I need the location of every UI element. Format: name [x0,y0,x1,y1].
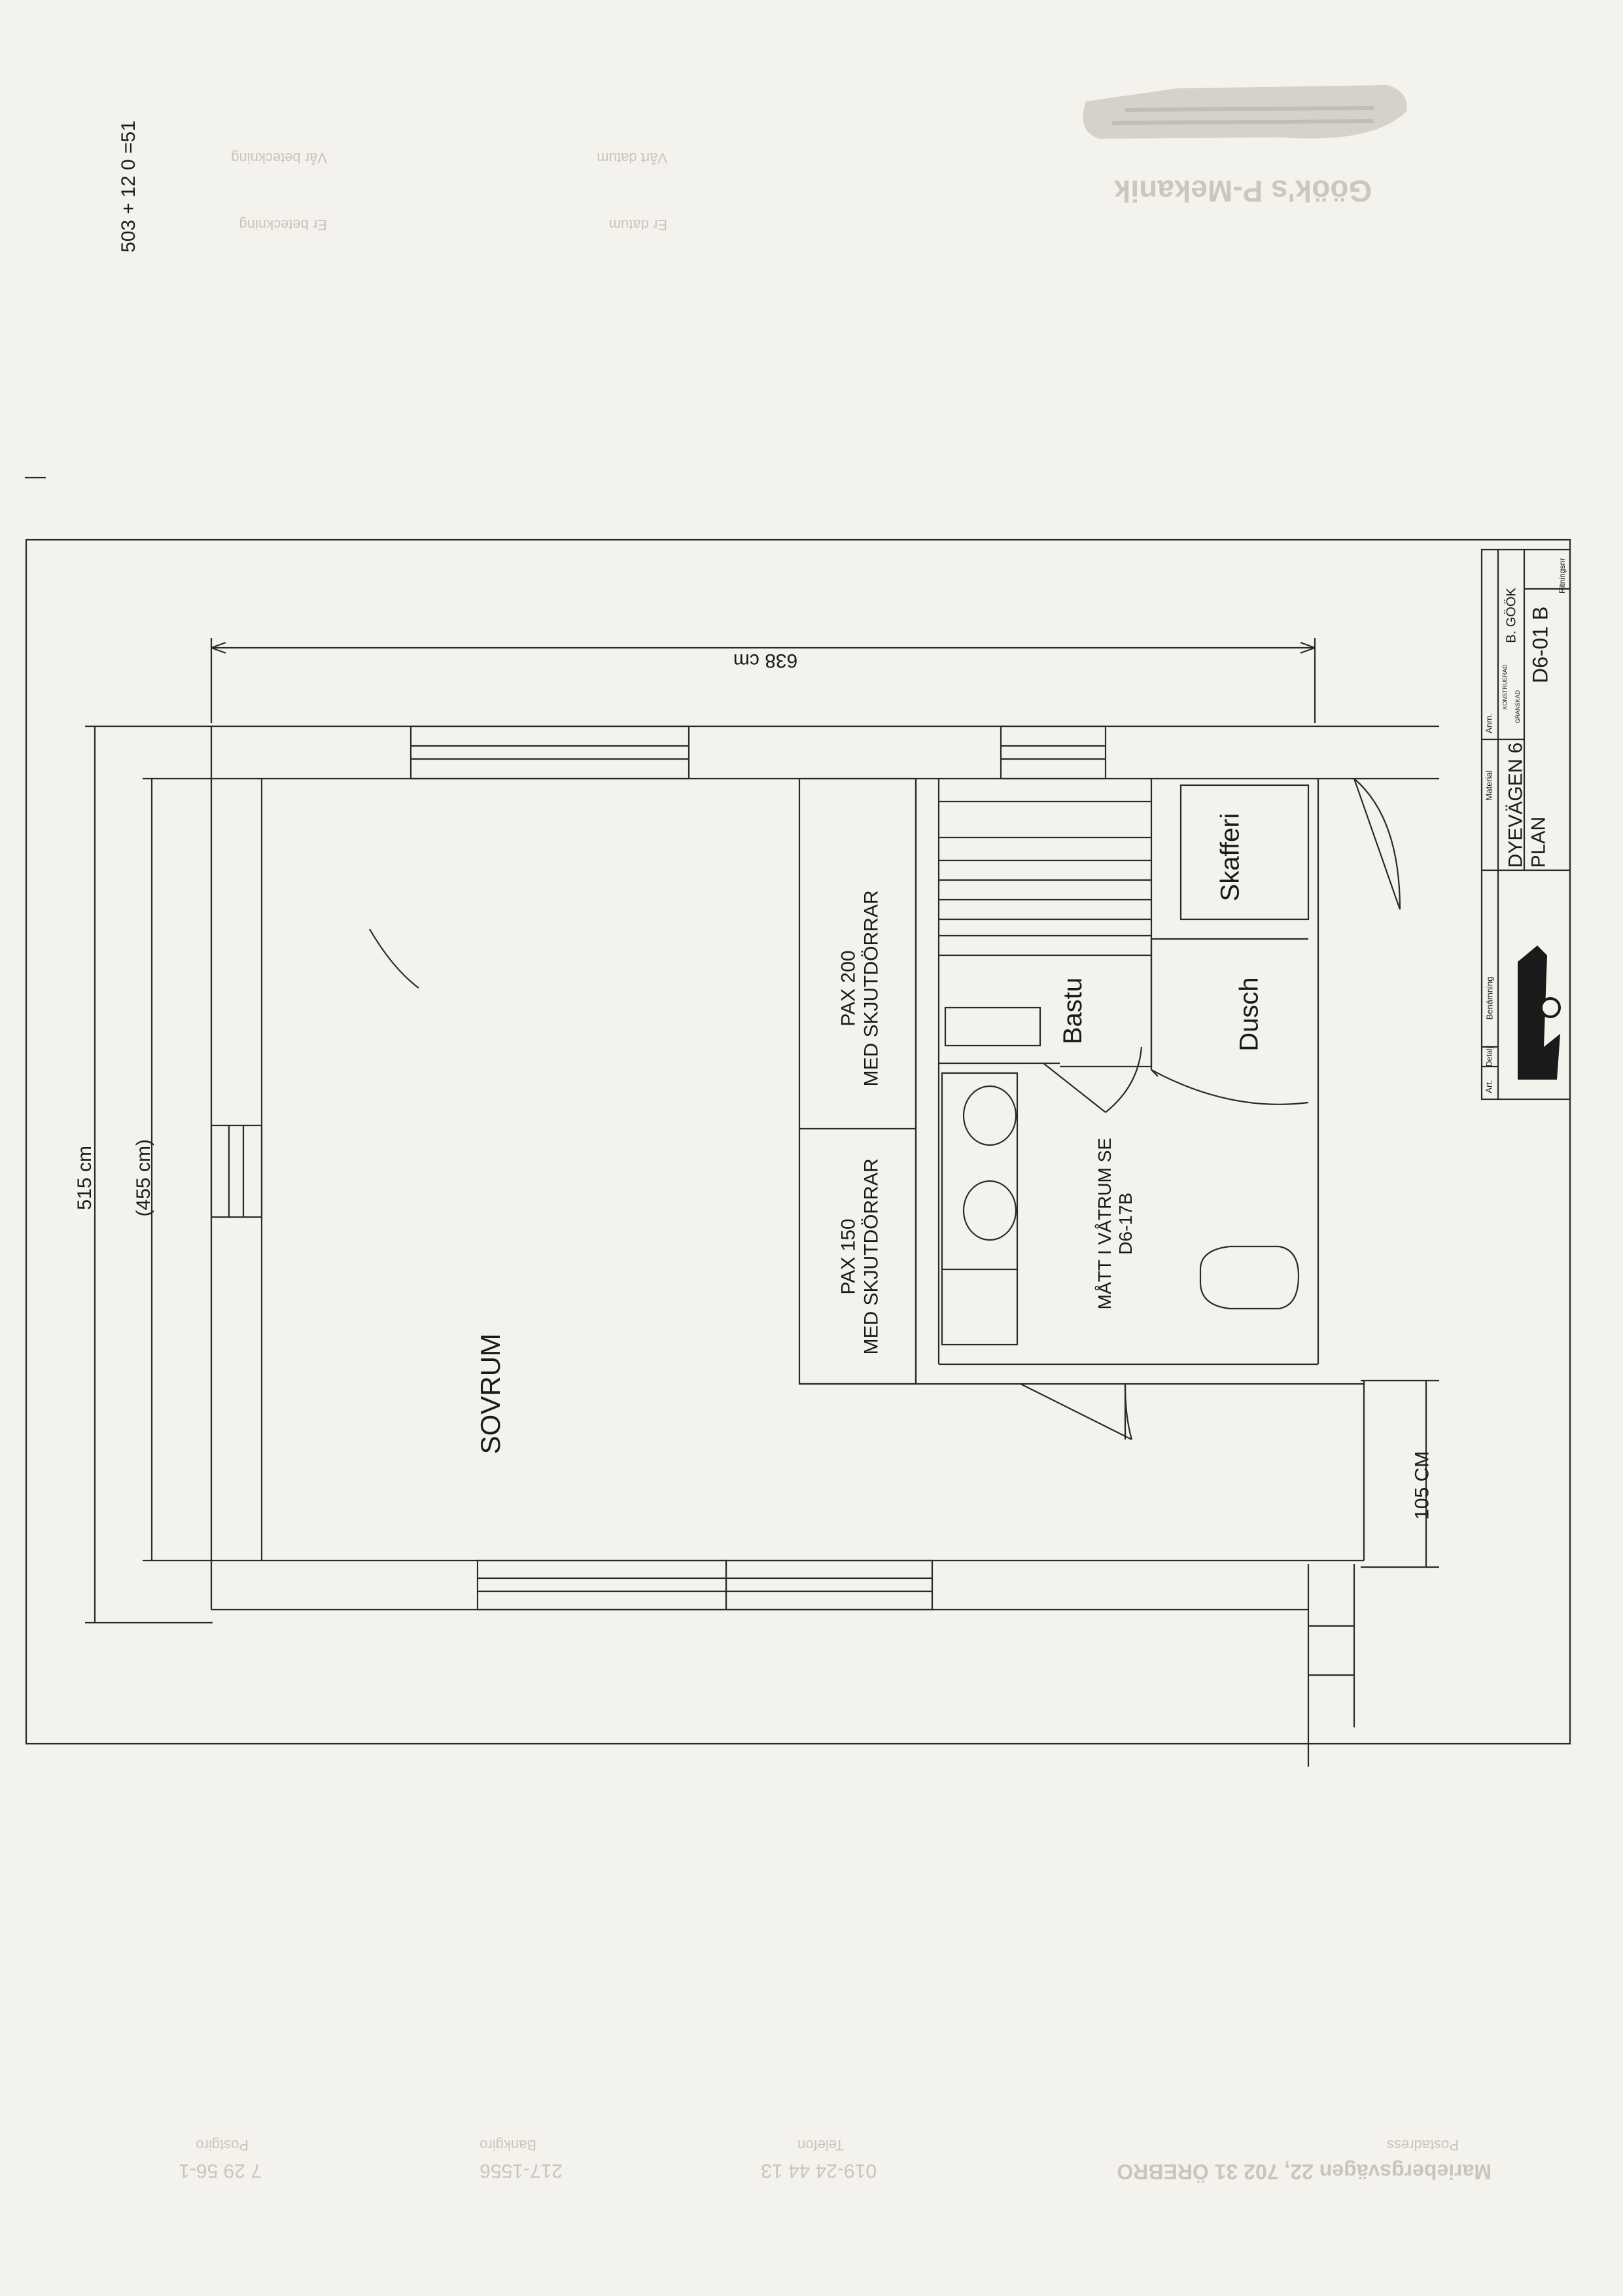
project-line2: PLAN [1527,816,1550,868]
toilet [1199,1245,1300,1310]
title-material: Material [1484,769,1495,801]
title-benamning: Benämning [1484,976,1495,1019]
skafferi-box [1179,784,1310,921]
pax200-line1: PAX 200 [837,949,860,1027]
letterhead-logo [1073,79,1413,150]
title-block-logo [1518,945,1561,1080]
bastu-door-arc [1105,1046,1143,1113]
vatrum-line1: MÅTT I VÅTRUM SE [1094,1137,1115,1310]
room-bastu: Bastu [1058,977,1088,1045]
counter [941,1072,1019,1346]
pax200-line2: MED SKJUTDÖRRAR [860,889,882,1087]
project-line1: DYEVÄGEN 6 [1505,742,1527,868]
room-pax150: PAX 150 MED SKJUTDÖRRAR [831,1139,890,1374]
title-art: Art. [1484,1079,1495,1093]
room-dusch: Dusch [1235,977,1265,1051]
title-konstruerad-value: B. GÖÖK [1504,587,1519,643]
sink-2 [962,1180,1017,1241]
window-bottom-left [476,1559,727,1611]
dimension-inner-label: (455 cm) [132,1139,154,1217]
outside-door-arc [1353,778,1401,910]
vatrum-line2: D6-17B [1115,1192,1136,1255]
dimension-width-label: 638 cm [733,650,798,671]
pax150-line2: MED SKJUTDÖRRAR [860,1157,882,1355]
dimension-outer-label: 515 cm [73,1145,96,1210]
drawing-frame [25,539,1571,1745]
dimension-side-label: 105 CM [1411,1451,1433,1520]
sink-1 [962,1085,1017,1146]
dusch-curtain-arc [1151,1069,1309,1105]
room-skafferi: Skafferi [1215,813,1245,902]
title-konstruerad-label: KONSTRUERAD [1501,664,1508,710]
window-top-right [1000,725,1107,780]
sauna-heater [944,1006,1041,1047]
title-anm: Anm. [1484,713,1495,733]
room-sovrum: SOVRUM [474,1333,506,1455]
title-granskad-label: GRANSKAD [1514,690,1521,724]
room-vatrum-note: MÅTT I VÅTRUM SE D6-17B [1079,1112,1151,1335]
pax150-line1: PAX 150 [837,1218,860,1295]
title-project: DYEVÄGEN 6 PLAN [1498,739,1557,870]
title-block [1480,548,1571,1101]
window-top-left [410,725,690,780]
window-bottom-right [725,1559,934,1611]
title-detalj: Detalj [1484,1046,1494,1067]
title-drawing-number: D6-01 B [1528,606,1552,683]
entrance-door-arc [1124,1383,1133,1440]
room-pax200: PAX 200 MED SKJUTDÖRRAR [831,864,890,1112]
title-ritning-label: Ritningsnr [1558,557,1567,594]
window-left [210,1124,263,1218]
